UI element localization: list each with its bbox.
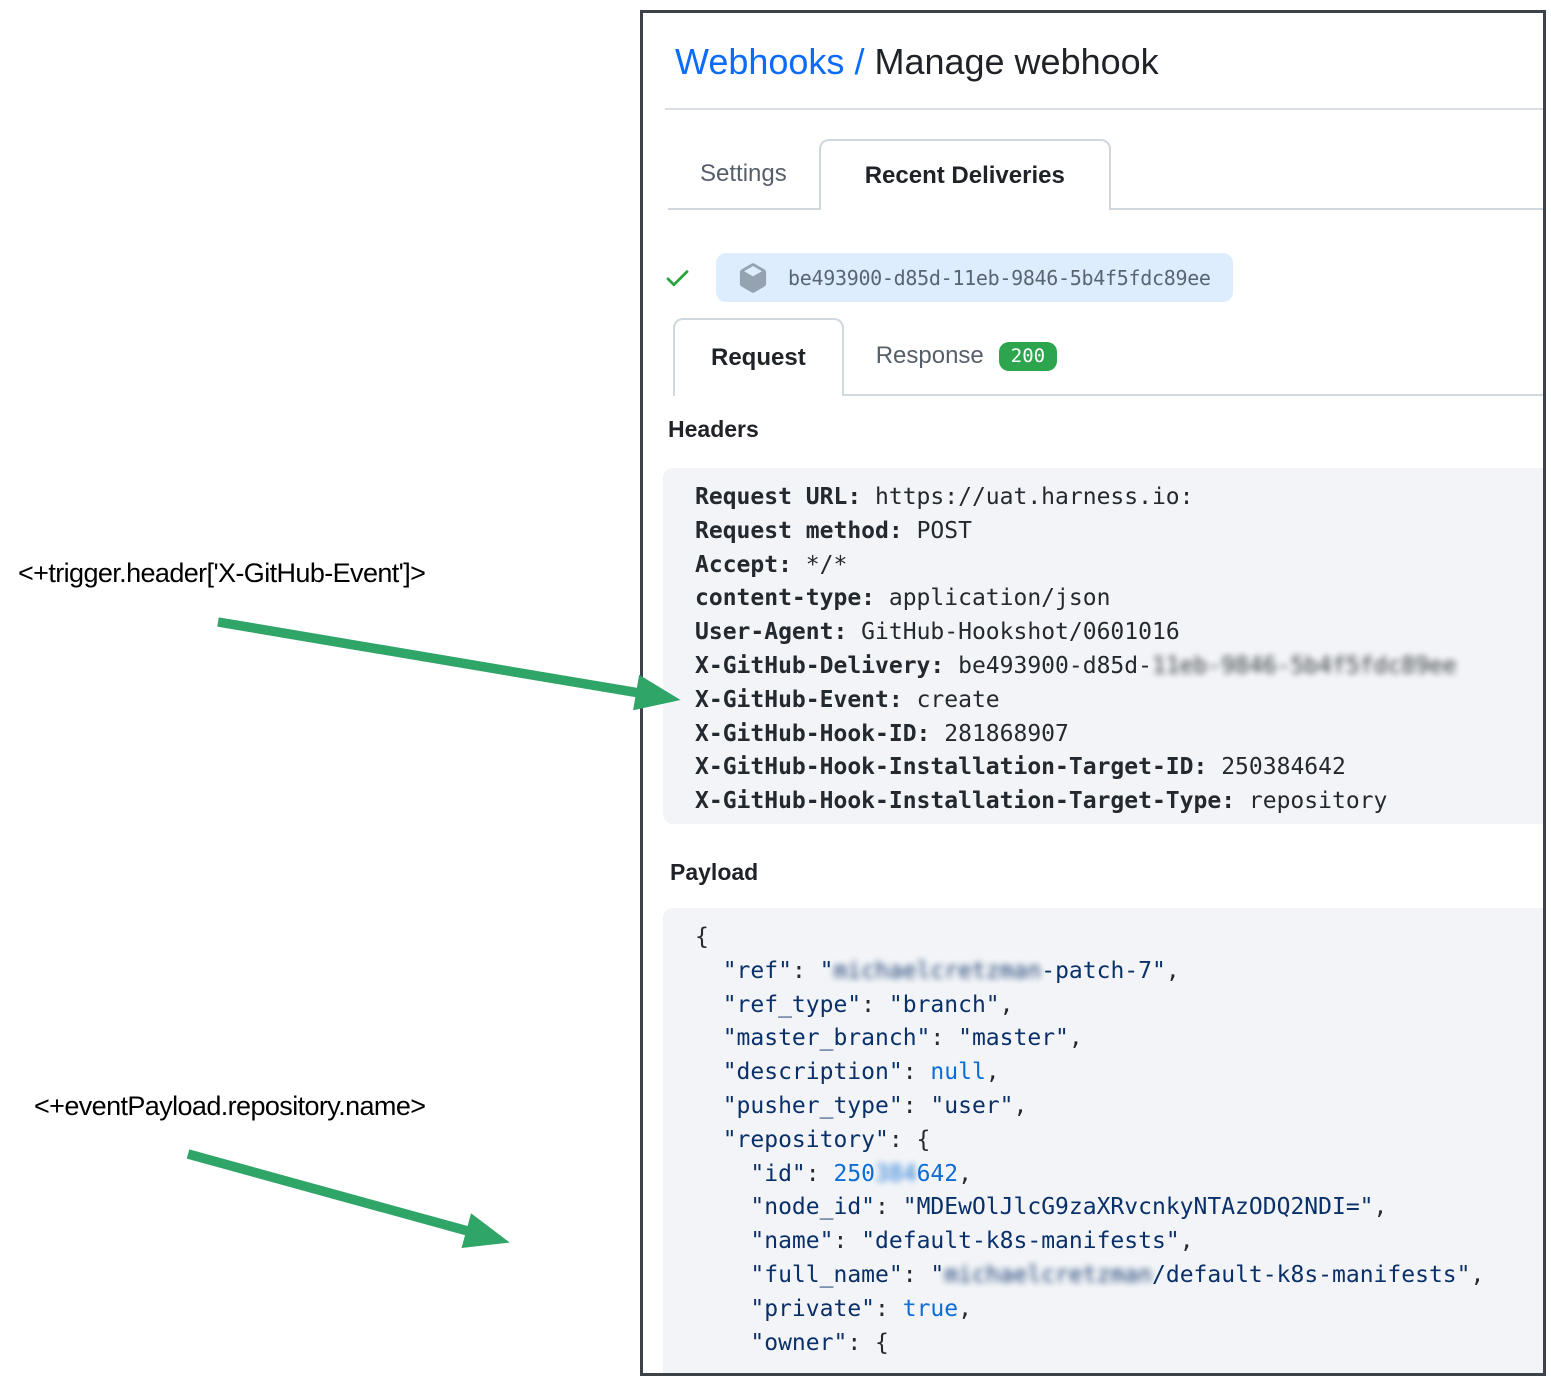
header-line: content-type: application/json [695,585,1111,612]
manage-webhook-panel: Webhooks / Manage webhook Settings Recen… [640,10,1546,1376]
payload-json-line: "master_branch": "master", [722,1025,1083,1052]
payload-json-line: "full_name": "michaelcretzman/default-k8… [750,1261,1485,1288]
tab-request[interactable]: Request [673,318,844,396]
header-line: Request URL: https://uat.harness.io: [695,484,1194,510]
page-title: Webhooks / Manage webhook [675,41,1159,83]
tab-response-label: Response [875,342,984,369]
package-cube-icon [739,262,767,293]
tab-settings[interactable]: Settings [700,159,787,187]
payload-json-line: "private": true, [750,1295,972,1322]
payload-json-line: "description": null, [722,1059,1000,1086]
header-line: X-GitHub-Hook-Installation-Target-Type: … [695,788,1388,815]
payload-json-line: "owner": { [750,1329,889,1356]
breadcrumb-separator: / [844,41,875,82]
request-response-tabnav: Request Response 200 [673,318,1543,396]
delivery-row: be493900-d85d-11eb-9846-5b4f5fdc89ee [663,253,1233,302]
payload-json-line: "name": "default-k8s-manifests", [750,1228,1194,1255]
headers-code-box: Request URL: https://uat.harness.io: Requ… [663,468,1543,824]
payload-json-line: "ref": "michaelcretzman-patch-7", [722,957,1180,984]
payload-section-title: Payload [670,859,759,885]
delivery-guid: be493900-d85d-11eb-9846-5b4f5fdc89ee [788,265,1211,290]
header-line: X-GitHub-Event: create [695,686,1000,713]
webhook-tabnav: Settings Recent Deliveries [668,139,1543,210]
breadcrumb-webhooks-link[interactable]: Webhooks [675,41,845,82]
status-badge-200: 200 [998,341,1058,371]
payload-code-box: { "ref": "michaelcretzman-patch-7", "ref_t… [663,908,1543,1373]
arrow-to-repo-name [186,1149,510,1249]
delivery-id-pill[interactable]: be493900-d85d-11eb-9846-5b4f5fdc89ee [716,253,1233,302]
header-line: X-GitHub-Hook-Installation-Target-ID: 25… [695,754,1346,781]
header-line: Accept: */* [695,551,848,578]
check-icon [666,270,689,287]
payload-json-line: "node_id": "MDEwOlJlcG9zaXRvcnkyNTAzODQ2… [750,1194,1388,1221]
payload-json-line: "id": 250384642, [750,1160,972,1187]
breadcrumb-current: Manage webhook [874,41,1159,82]
payload-json-line: "pusher_type": "user", [722,1092,1028,1119]
annotation-event-payload: <+eventPayload.repository.name> [34,1091,426,1121]
tab-response[interactable]: Response 200 [844,318,1089,394]
header-line: X-GitHub-Hook-ID: 281868907 [695,720,1069,747]
payload-json-line: "ref_type": "branch", [722,991,1014,1018]
header-line: Request method: POST [695,517,972,544]
payload-json-line: { [695,924,709,950]
tab-recent-deliveries[interactable]: Recent Deliveries [818,139,1111,210]
payload-json-line: "repository": { [722,1126,931,1153]
headers-section-title: Headers [668,416,759,442]
title-divider [665,108,1543,110]
header-line: X-GitHub-Delivery: be493900-d85d-11eb-98… [695,652,1457,679]
arrow-to-x-github-event [217,617,681,711]
annotation-trigger-header: <+trigger.header['X-GitHub-Event']> [18,558,426,588]
header-line: User-Agent: GitHub-Hookshot/0601016 [695,619,1180,646]
